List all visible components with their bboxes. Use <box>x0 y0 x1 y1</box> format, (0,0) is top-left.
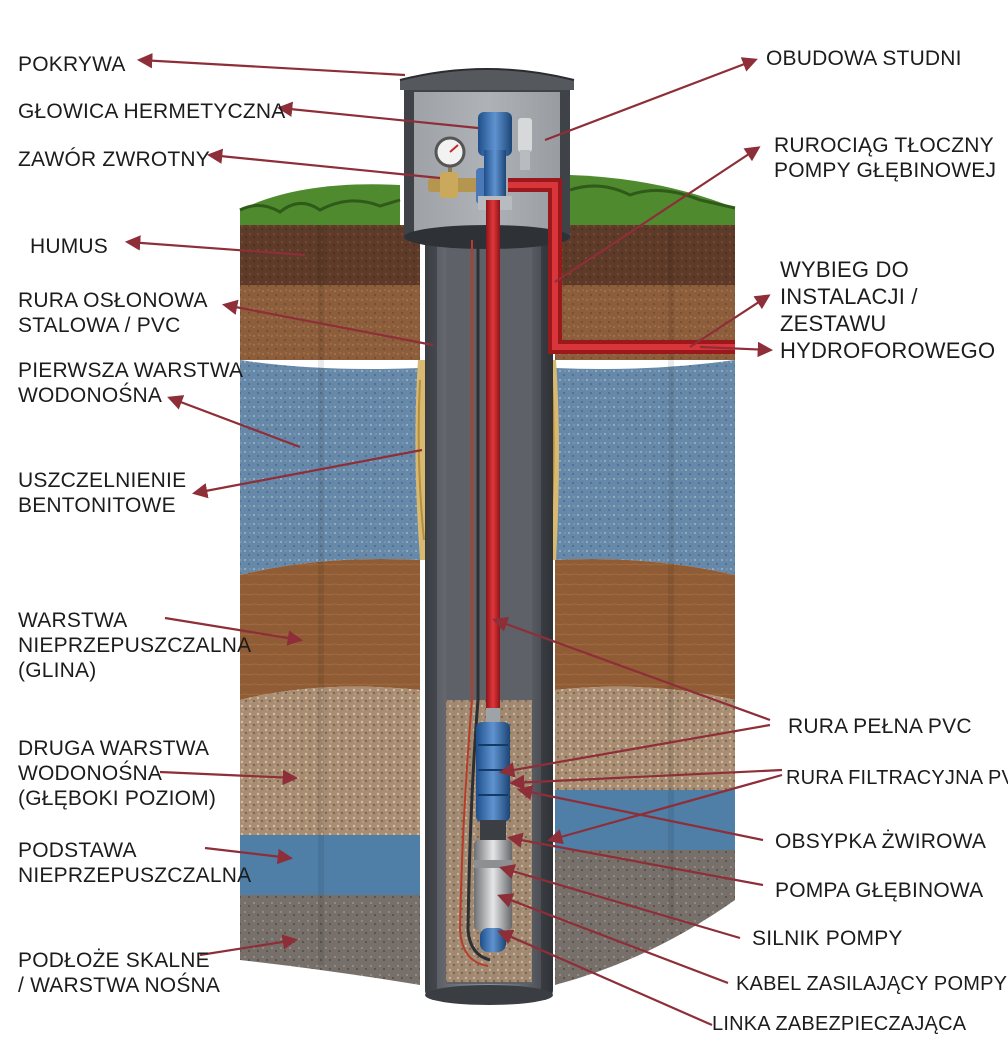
arrow-wybieg-1 <box>689 294 771 348</box>
label-glowica-hermetyczna: GŁOWICA HERMETYCZNA <box>18 100 286 123</box>
arrow-uszczelnienie <box>191 448 423 499</box>
label-rurociag: RUROCIĄG TŁOCZNY POMPY GŁĘBINOWEJ <box>774 134 997 182</box>
arrow-rurociag <box>554 146 761 283</box>
label-podstawa: PODSTAWA NIEPRZEPUSZCZALNA <box>18 839 252 887</box>
arrow-zawor <box>206 148 441 180</box>
label-pompa: POMPA GŁĘBINOWA <box>775 879 984 902</box>
pump-icon <box>476 708 510 840</box>
label-obudowa-studni: OBUDOWA STUDNI <box>766 47 962 70</box>
label-obsypka: OBSYPKA ŻWIROWA <box>775 830 987 853</box>
annotation-arrows <box>124 53 783 1027</box>
label-rura-oslonowa: RURA OSŁONOWA STALOWA / PVC <box>18 289 208 337</box>
arrow-obsypka <box>516 784 764 842</box>
arrow-podstawa <box>204 846 294 865</box>
label-wybieg: WYBIEG DO INSTALACJI / ZESTAWU HYDROFORO… <box>780 257 996 363</box>
arrow-linka <box>497 929 713 1027</box>
arrow-kabel <box>497 893 729 985</box>
arrow-pierwsza <box>167 395 301 449</box>
arrow-rura-filtracyjna-2 <box>547 773 783 845</box>
arrow-pokrywa <box>136 53 406 77</box>
arrow-podloze <box>199 934 299 957</box>
arrow-humus <box>124 235 306 257</box>
label-humus: HUMUS <box>30 235 108 258</box>
arrow-obudowa <box>544 57 758 142</box>
label-linka: LINKA ZABEZPIECZAJĄCA <box>712 1013 967 1035</box>
label-uszczelnienie: USZCZELNIENIE BENTONITOWE <box>18 469 187 517</box>
label-silnik: SILNIK POMPY <box>752 927 903 950</box>
label-podloze: PODŁOŻE SKALNE / WARSTWA NOŚNA <box>18 949 221 997</box>
arrow-pompa <box>506 832 764 887</box>
arrow-rura-pelna-2 <box>498 723 771 778</box>
arrow-glowica <box>276 101 479 130</box>
label-pierwsza-warstwa: PIERWSZA WARSTWA WODONOŚNA <box>18 359 244 407</box>
label-kabel: KABEL ZASILAJĄCY POMPY <box>736 973 1008 995</box>
label-rura-pelna: RURA PEŁNA PVC <box>788 715 972 738</box>
label-rura-filtracyjna: RURA FILTRACYJNA PVC <box>786 767 1008 789</box>
arrow-warstwa <box>164 616 304 646</box>
arrow-druga <box>159 769 299 786</box>
label-druga-warstwa: DRUGA WARSTWA WODONOŚNA (GŁĘBOKI POZIOM) <box>18 737 217 810</box>
arrow-rura-oslonowa <box>221 299 434 347</box>
label-pokrywa: POKRYWA <box>18 53 126 76</box>
label-zawor-zwrotny: ZAWÓR ZWROTNY <box>18 148 210 171</box>
arrow-rura-filtracyjna-1 <box>508 768 783 791</box>
arrow-wybieg-2 <box>699 341 774 358</box>
arrow-rura-pelna-1 <box>492 616 771 722</box>
arrow-silnik <box>499 864 741 940</box>
discharge-pipe <box>486 178 735 720</box>
hermetic-head <box>478 112 532 210</box>
label-warstwa-nieprzepuszczalna: WARSTWA NIEPRZEPUSZCZALNA (GLINA) <box>18 609 252 682</box>
power-cable <box>458 240 491 967</box>
